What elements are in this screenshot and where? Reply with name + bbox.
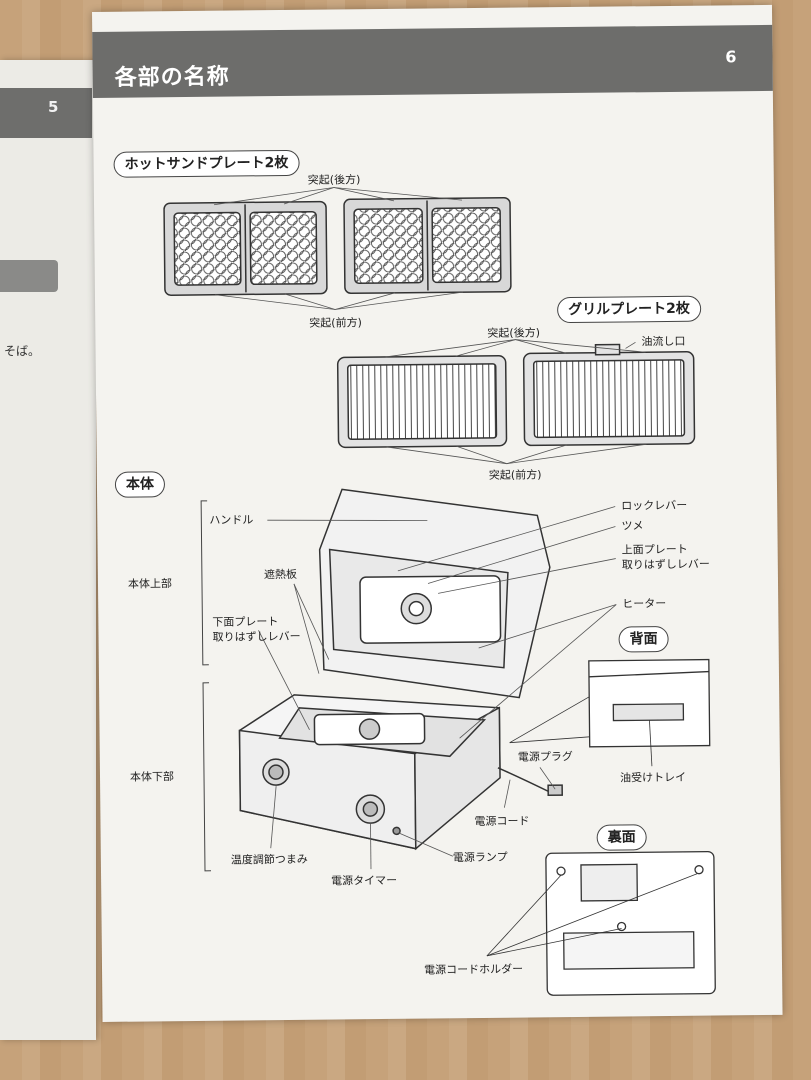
left-page-number: 5 xyxy=(48,98,59,116)
back-view-inset xyxy=(509,658,711,767)
bottom-view-inset xyxy=(486,850,716,996)
label-upper-plate-release: 上面プレート 取りはずしレバー xyxy=(622,542,710,573)
left-page-text: そば。 xyxy=(4,344,41,358)
label-heater: ヒーター xyxy=(622,597,667,611)
label-lock-lever: ロックレバー xyxy=(621,498,688,513)
label-upper-body: 本体上部 xyxy=(127,577,173,591)
label-heat-shield: 遮熱板 xyxy=(263,567,297,582)
section-main-body: 本体 xyxy=(114,471,166,498)
label-upper-plate-release-line1: 上面プレート xyxy=(621,542,688,557)
label-temperature-knob: 温度調節つまみ xyxy=(230,852,308,867)
label-hot-sand-rear-bump: 突起(後方) xyxy=(307,173,361,187)
grill-plate-left xyxy=(336,355,508,449)
label-oil-tray: 油受けトレイ xyxy=(619,770,687,785)
manual-page: 各部の名称 6 xyxy=(92,4,783,1022)
grill-plate-right xyxy=(522,343,696,447)
section-back: 背面 xyxy=(618,625,669,653)
label-lower-body: 本体下部 xyxy=(129,770,175,784)
label-cord-holder: 電源コードホルダー xyxy=(423,962,524,977)
label-power-cord: 電源コード xyxy=(474,814,530,829)
hot-sand-plate-left xyxy=(163,200,328,296)
left-page-tab xyxy=(0,260,58,292)
label-claw: ツメ xyxy=(621,519,644,533)
label-grill-front-bump: 突起(前方) xyxy=(488,468,542,482)
hot-sand-plate-right xyxy=(343,196,512,295)
section-grill-plate: グリルプレート2枚 xyxy=(557,295,702,324)
parts-illustration xyxy=(163,187,716,996)
label-lower-plate-release: 下面プレート 取りはずしレバー xyxy=(212,614,300,645)
label-grill-rear-bump: 突起(後方) xyxy=(487,326,541,340)
section-bottom: 裏面 xyxy=(596,824,647,851)
left-page: 5 そば。 xyxy=(0,60,96,1040)
label-power-plug: 電源プラグ xyxy=(517,750,573,764)
label-lower-plate-release-line2: 取りはずしレバー xyxy=(212,629,301,644)
label-handle: ハンドル xyxy=(209,513,254,527)
label-oil-drain: 油流し口 xyxy=(641,334,686,349)
left-page-header-band xyxy=(0,88,92,138)
section-hot-sand-plate: ホットサンドプレート2枚 xyxy=(113,149,300,178)
label-hot-sand-front-bump: 突起(前方) xyxy=(309,316,362,330)
label-power-lamp: 電源ランプ xyxy=(452,850,508,865)
label-power-timer: 電源タイマー xyxy=(331,873,398,888)
label-upper-plate-release-line2: 取りはずしレバー xyxy=(621,557,710,572)
main-unit-drawing xyxy=(238,488,563,851)
label-lower-plate-release-line1: 下面プレート xyxy=(212,615,279,629)
